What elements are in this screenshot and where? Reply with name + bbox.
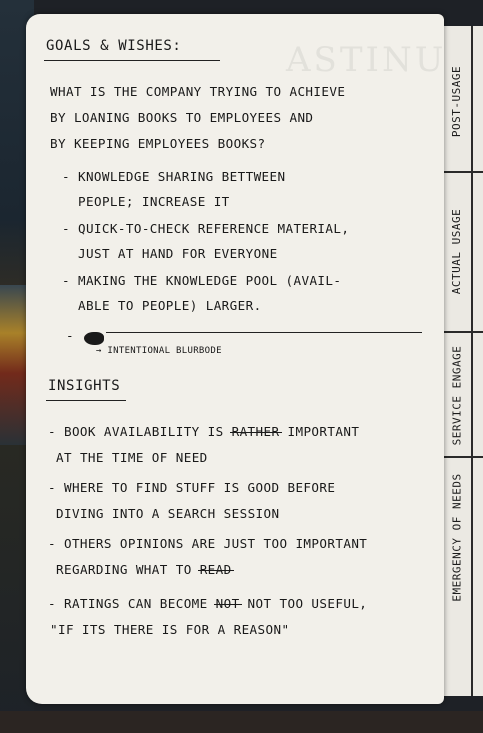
tab-actual-usage: ACTUAL USAGE <box>450 208 464 294</box>
insight-line: AT THE TIME OF NEED <box>56 450 208 465</box>
goal-bullet: - QUICK-TO-CHECK REFERENCE MATERIAL, <box>62 221 350 236</box>
struck-word: RATHER <box>231 424 280 439</box>
scribble-icon <box>84 332 104 345</box>
goal-bullet-cont: PEOPLE; INCREASE IT <box>78 194 230 209</box>
table-surface <box>0 711 483 733</box>
goals-question-line: BY KEEPING EMPLOYEES BOOKS? <box>50 136 266 151</box>
notebook-page: ASTINUS GOALS & WISHES: WHAT IS THE COMP… <box>26 14 444 704</box>
tab-divider <box>443 456 483 458</box>
insight-line: - WHERE TO FIND STUFF IS GOOD BEFORE <box>48 480 336 495</box>
facing-page: POST-USAGE ACTUAL USAGE SERVICE ENGAGE E… <box>442 26 483 696</box>
tab-emergency-of-needs: EMERGENCY OF NEEDS <box>450 472 464 602</box>
tab-divider-vertical <box>471 26 473 696</box>
struck-word: NOT <box>215 596 240 611</box>
tab-post-usage: POST-USAGE <box>450 65 464 137</box>
book-cover-artwork <box>0 285 30 445</box>
insight-line: - OTHERS OPINIONS ARE JUST TOO IMPORTANT <box>48 536 368 551</box>
insight-line: "IF ITS THERE IS FOR A REASON" <box>50 622 290 637</box>
insight-line: - RATINGS CAN BECOME NOT NOT TOO USEFUL, <box>48 596 368 611</box>
goal-bullet-cont: JUST AT HAND FOR EVERYONE <box>78 246 278 261</box>
insight-line: DIVING INTO A SEARCH SESSION <box>56 506 280 521</box>
dash-mark: - <box>66 328 74 343</box>
insight-line: REGARDING WHAT TO READ <box>56 562 232 577</box>
bleed-through-text: ASTINUS <box>286 40 444 80</box>
goal-bullet: - MAKING THE KNOWLEDGE POOL (AVAIL- <box>62 273 342 288</box>
insights-heading-underline <box>46 400 126 402</box>
insight-line: - BOOK AVAILABILITY IS RATHER IMPORTANT <box>48 424 360 439</box>
goal-bullet-cont: ABLE TO PEOPLE) LARGER. <box>78 298 262 313</box>
separator-line <box>106 332 422 334</box>
goal-bullet: - KNOWLEDGE SHARING BETTWEEN <box>62 169 286 184</box>
tab-service-engage: SERVICE ENGAGE <box>450 345 464 445</box>
goals-heading-underline <box>44 60 220 62</box>
goals-question-line: BY LOANING BOOKS TO EMPLOYEES AND <box>50 110 314 125</box>
struck-word: READ <box>199 562 232 577</box>
goals-question-line: WHAT IS THE COMPANY TRYING TO ACHIEVE <box>50 84 346 99</box>
tab-divider <box>443 331 483 333</box>
tab-divider <box>443 171 483 173</box>
blurbode-note: → INTENTIONAL BLURBODE <box>96 346 222 356</box>
goals-heading: GOALS & WISHES: <box>46 38 182 54</box>
insights-heading: INSIGHTS <box>48 378 121 394</box>
